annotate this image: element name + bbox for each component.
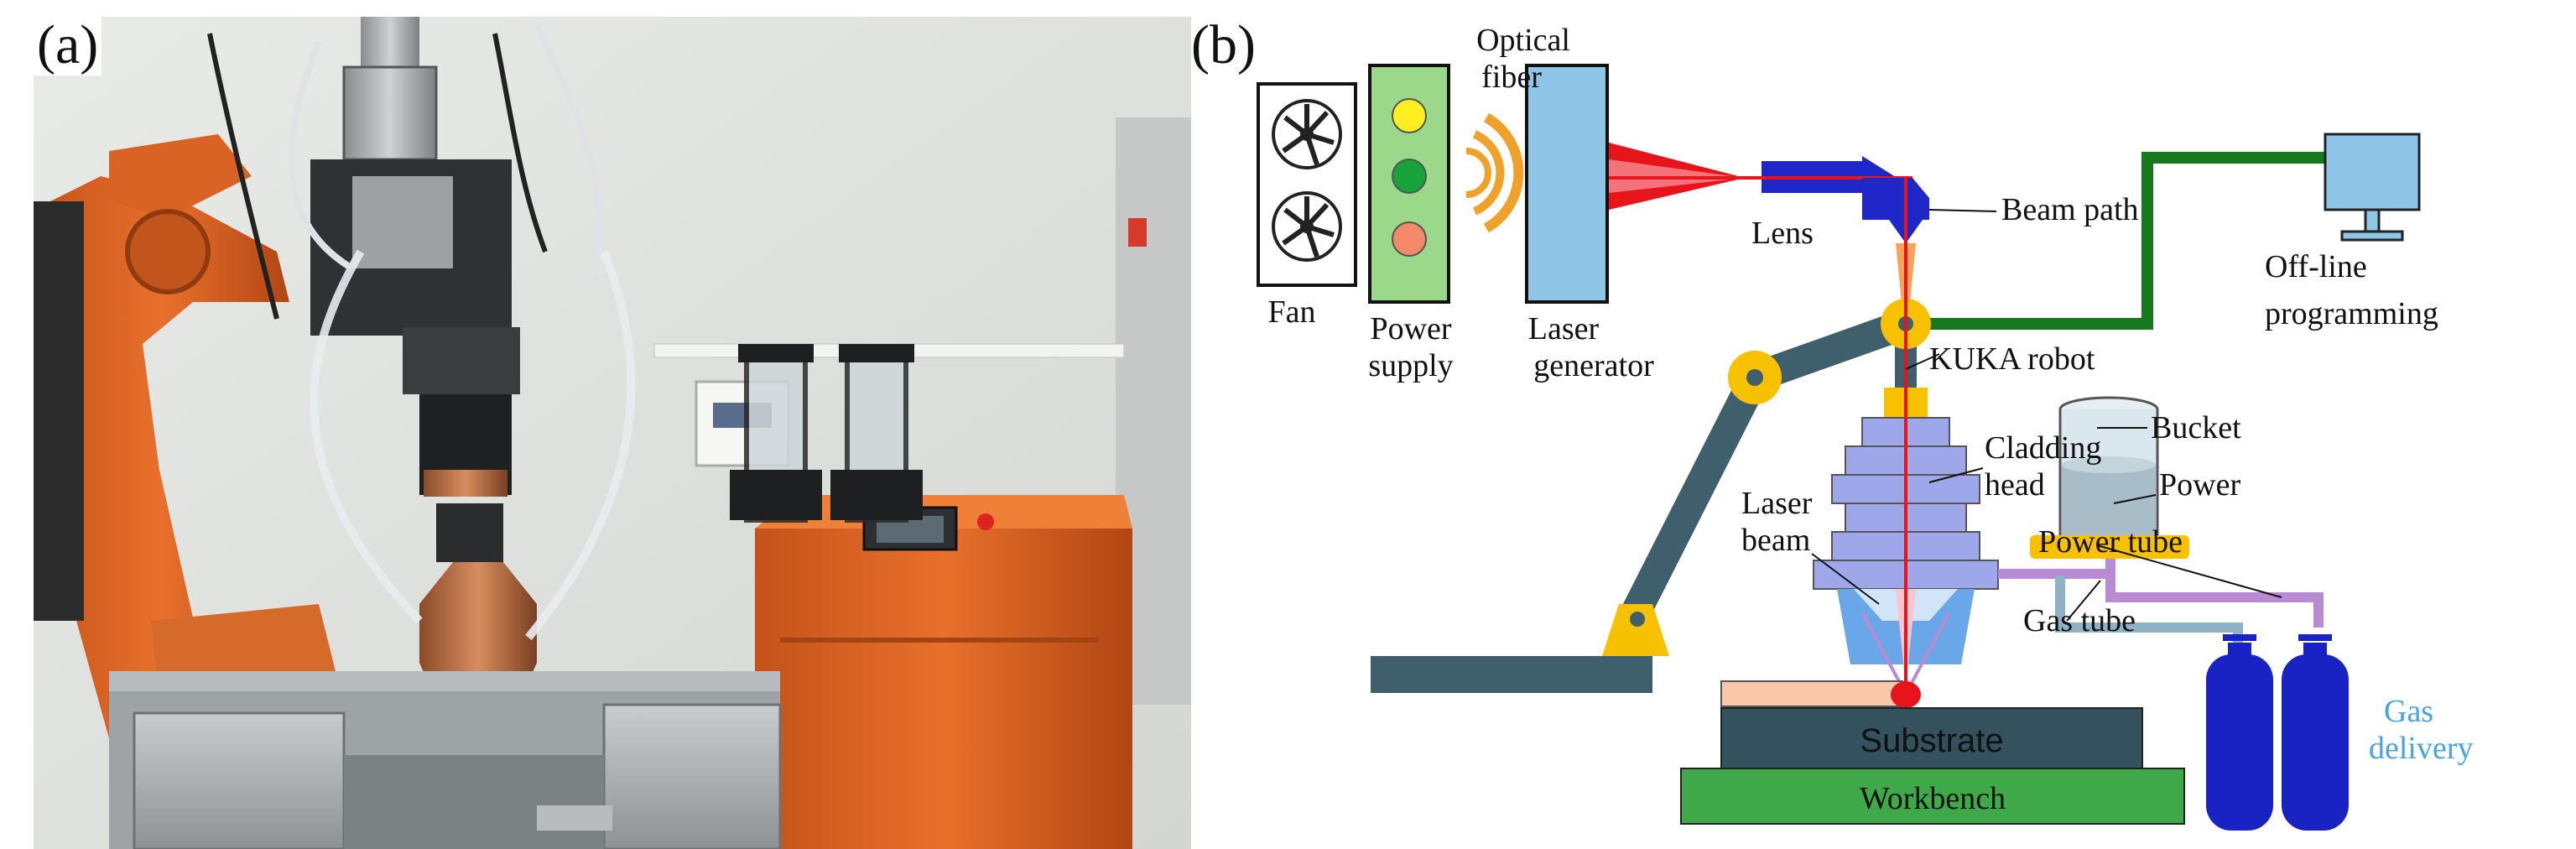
optical-fiber-label: Optical — [1476, 23, 1570, 58]
offline-programming-label: Off-line — [2265, 249, 2367, 284]
clad-layer — [1720, 680, 1903, 707]
gas-tank-icon — [2282, 634, 2349, 831]
power-label: Power — [2159, 467, 2240, 503]
bucket-label: Bucket — [2151, 410, 2241, 445]
offline-programming-label: programming — [2265, 296, 2438, 331]
panel-b-label: (b) — [1191, 14, 1256, 76]
optical-fiber-label: fiber — [1481, 60, 1542, 95]
panel-a-label: (a) — [34, 15, 102, 76]
fan-unit — [1257, 82, 1357, 287]
power-tube-label: Power tube — [2038, 524, 2183, 560]
photo-panel: (a) — [0, 0, 1191, 849]
melt-pool — [1891, 681, 1921, 708]
beam-path-mirror — [1862, 178, 1929, 243]
fan-icon — [1272, 99, 1342, 169]
gas-tank-icon — [2206, 634, 2273, 831]
beam-path-label: Beam path — [2001, 192, 2139, 227]
gas-tube-label: Gas tube — [2023, 603, 2136, 638]
laser-cladding-photo — [34, 17, 1191, 849]
workbench-label: Workbench — [1860, 781, 2006, 816]
fan-label: Fan — [1268, 294, 1316, 330]
powder-bucket — [2030, 396, 2189, 559]
laser-beam-label: Laser — [1741, 486, 1813, 521]
laser-generator-label: generator — [1533, 348, 1654, 383]
schematic-panel: (b) — [1191, 0, 2576, 849]
workbench — [1680, 768, 2185, 825]
power-tube — [1998, 559, 2115, 579]
kuka-robot-label: KUKA robot — [1929, 341, 2095, 377]
substrate-label: Substrate — [1860, 722, 2003, 759]
substrate — [1720, 707, 2143, 769]
gas-delivery-label: delivery — [2369, 731, 2474, 766]
cladding-schematic: Fan Power supply Optical fiber Laser gen… — [1257, 23, 2474, 831]
cladding-head-label: head — [1985, 467, 2045, 503]
computer-icon — [2324, 133, 2421, 242]
power-supply — [1368, 64, 1450, 304]
laser-beam-label: beam — [1741, 523, 1810, 558]
laser-generator — [1525, 64, 1609, 304]
gas-delivery-label: Gas — [2384, 694, 2433, 729]
cladding-head-label: Cladding — [1985, 430, 2101, 466]
fan-icon — [1272, 191, 1342, 262]
power-supply-label: supply — [1368, 348, 1453, 383]
laser-generator-label: Laser — [1528, 311, 1600, 346]
lens-label: Lens — [1751, 216, 1814, 251]
optical-fiber-icon — [1465, 112, 1524, 233]
power-supply-label: Power — [1370, 311, 1451, 346]
